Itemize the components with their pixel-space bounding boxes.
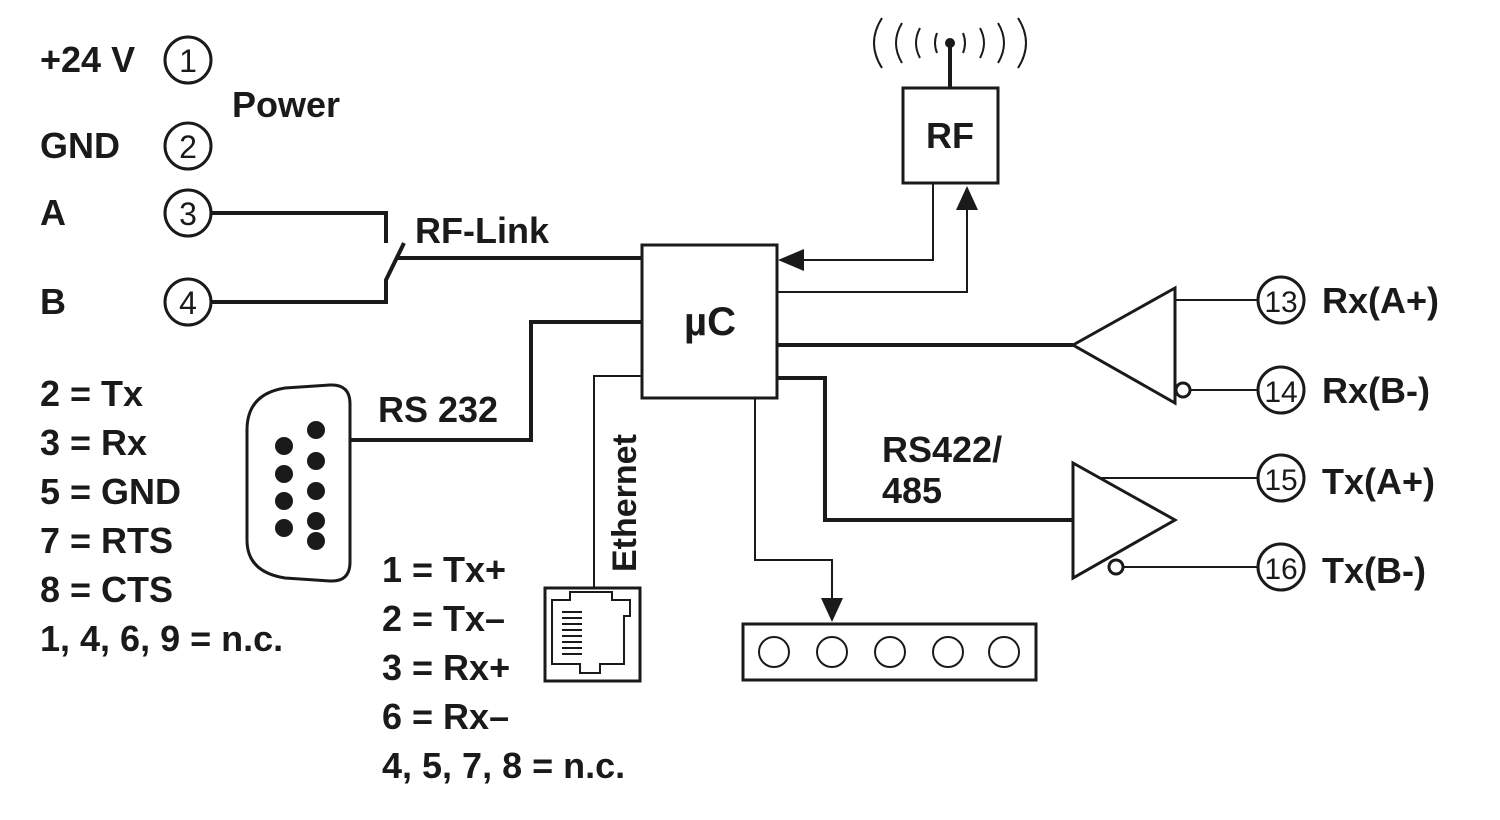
rs232-pin-line: 7 = RTS xyxy=(40,520,173,561)
terminal-16: 16 xyxy=(1256,542,1306,592)
ethernet-pin-line: 2 = Tx– xyxy=(382,598,505,639)
power-label: Power xyxy=(232,84,340,125)
terminal-14: 14 xyxy=(1256,365,1306,415)
terminal-3: 3 xyxy=(163,188,213,238)
terminal-4-number: 4 xyxy=(179,285,197,321)
terminal-16-number: 16 xyxy=(1264,553,1297,586)
terminal-1-number: 1 xyxy=(179,43,197,79)
rs232-label: RS 232 xyxy=(378,389,498,430)
rs232-pin-line: 5 = GND xyxy=(40,471,181,512)
transmitter-line xyxy=(777,376,1073,522)
terminal-2-number: 2 xyxy=(179,129,197,165)
gnd-label: GND xyxy=(40,125,120,166)
microcontroller-box xyxy=(640,243,779,400)
terminal-13: 13 xyxy=(1256,275,1306,325)
ethernet-line xyxy=(593,375,642,588)
ethernet-pinout: 1 = Tx+ 2 = Tx– 3 = Rx+ 6 = Rx– 4, 5, 7,… xyxy=(382,549,625,786)
terminal-13-label: Rx(A+) xyxy=(1322,280,1439,321)
ethernet-pin-line: 4, 5, 7, 8 = n.c. xyxy=(382,745,625,786)
led-indicator-strip xyxy=(741,622,1038,682)
ethernet-label: Ethernet xyxy=(606,434,644,572)
terminal-13-number: 13 xyxy=(1264,286,1297,319)
ethernet-pin-line: 1 = Tx+ xyxy=(382,549,506,590)
transmitter-amplifier-icon xyxy=(1071,460,1257,581)
rf-module-box xyxy=(901,86,1000,185)
rf-module-label: RF xyxy=(926,115,974,156)
rs422-label-line1: RS422/ xyxy=(882,429,1002,470)
rs422-label-line2: 485 xyxy=(882,470,942,511)
rs232-pin-line: 1, 4, 6, 9 = n.c. xyxy=(40,618,283,659)
ethernet-pin-line: 6 = Rx– xyxy=(382,696,509,737)
rf-signal-lines xyxy=(778,183,978,293)
terminal-15: 15 xyxy=(1256,453,1306,503)
led-line xyxy=(754,398,833,600)
rs232-pin-line: 8 = CTS xyxy=(40,569,173,610)
terminal-15-number: 15 xyxy=(1264,464,1297,497)
rf-link-label: RF-Link xyxy=(415,210,550,251)
terminal-15-label: Tx(A+) xyxy=(1322,461,1435,502)
rf-link-switch xyxy=(211,211,642,304)
rs232-pin-line: 3 = Rx xyxy=(40,422,147,463)
terminal-14-label: Rx(B-) xyxy=(1322,370,1430,411)
db9-connector-icon xyxy=(245,383,352,583)
a-label: A xyxy=(40,192,66,233)
rs232-line xyxy=(350,320,642,442)
antenna-icon xyxy=(873,17,1027,88)
terminal-4: 4 xyxy=(163,277,213,327)
rj45-jack-icon xyxy=(543,586,642,683)
receiver-amplifier-icon xyxy=(1069,285,1257,406)
terminal-1: 1 xyxy=(163,35,213,85)
microcontroller-label: µC xyxy=(684,300,736,344)
terminal-14-number: 14 xyxy=(1264,376,1297,409)
ethernet-pin-line: 3 = Rx+ xyxy=(382,647,510,688)
led-arrow-icon xyxy=(821,598,843,622)
terminal-16-label: Tx(B-) xyxy=(1322,550,1426,591)
rs232-pin-line: 2 = Tx xyxy=(40,373,143,414)
rs232-pinout: 2 = Tx 3 = Rx 5 = GND 7 = RTS 8 = CTS 1,… xyxy=(40,373,283,659)
b-label: B xyxy=(40,281,66,322)
terminal-3-number: 3 xyxy=(179,196,197,232)
terminal-2: 2 xyxy=(163,121,213,171)
v24-label: +24 V xyxy=(40,39,135,80)
